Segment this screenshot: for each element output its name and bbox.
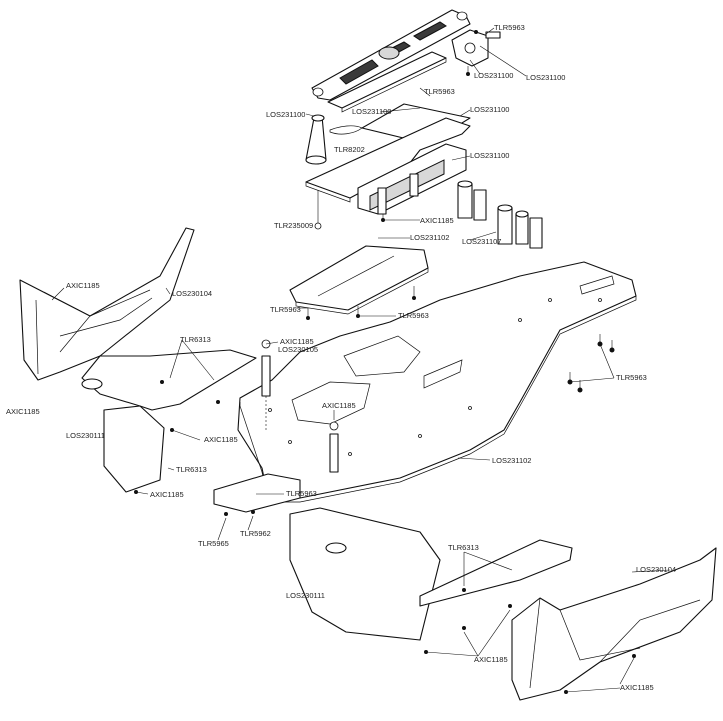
label-los231100-mid: LOS231100 <box>352 107 391 116</box>
label-tlr5963-e: TLR5963 <box>286 489 317 498</box>
front-plate <box>213 473 301 516</box>
label-axic1185-f: AXIC1185 <box>474 655 508 664</box>
label-los231100-d: LOS231100 <box>470 151 509 160</box>
label-tlr5963-right: TLR5963 <box>616 373 647 382</box>
right-wing <box>511 547 717 701</box>
foam-strip <box>327 51 447 113</box>
post-and-clip <box>305 114 363 230</box>
label-tlr6313-right: TLR6313 <box>448 543 479 552</box>
part-labels: TLR5963 LOS231100 LOS231100 TLR5963 LOS2… <box>6 23 676 692</box>
label-tlr235009: TLR235009 <box>274 221 313 230</box>
label-axic1185-left: AXIC1185 <box>6 407 40 416</box>
label-los231102-main: LOS231102 <box>492 456 531 465</box>
left-wing <box>19 227 195 381</box>
label-tlr8202: TLR8202 <box>334 145 365 154</box>
label-tlr5963-top: TLR5963 <box>494 23 525 32</box>
label-los231100-a: LOS231100 <box>474 71 513 80</box>
label-los231100-c: LOS231100 <box>470 105 509 114</box>
label-los230104-left: LOS230104 <box>172 289 212 298</box>
servo-mount <box>357 143 467 222</box>
label-axic1185-g: AXIC1185 <box>620 683 654 692</box>
label-los230104-right: LOS230104 <box>636 565 676 574</box>
label-los230111-left: LOS230111 <box>66 431 105 440</box>
label-los231100-left: LOS231100 <box>266 110 305 119</box>
label-axic1185-top: AXIC1185 <box>420 216 454 225</box>
label-axic1185-c: AXIC1185 <box>322 401 356 410</box>
battery-strap <box>311 9 471 101</box>
center-standoffs <box>261 339 339 473</box>
label-tlr6313-b: TLR6313 <box>176 465 207 474</box>
battery-tray <box>289 245 429 320</box>
leader-lines <box>51 27 671 693</box>
right-side-guard <box>289 507 573 654</box>
label-axic1185-e: AXIC1185 <box>150 490 184 499</box>
label-los231102-top: LOS231102 <box>410 233 449 242</box>
label-tlr5963-b: TLR5963 <box>424 87 455 96</box>
label-tlr5963-c: TLR5963 <box>270 305 301 314</box>
screws-right <box>567 334 615 393</box>
label-tlr5962: TLR5962 <box>240 529 271 538</box>
label-axic1185-d: AXIC1185 <box>204 435 238 444</box>
left-side-guard <box>81 349 257 494</box>
label-tlr5963-d: TLR5963 <box>398 311 429 320</box>
standoff-posts <box>457 180 543 249</box>
label-los231107: LOS231107 <box>462 237 501 246</box>
label-tlr6313-left: TLR6313 <box>180 335 211 344</box>
strap-latch <box>451 29 501 76</box>
label-axic1185-b: AXIC1185 <box>280 337 314 346</box>
label-tlr5965: TLR5965 <box>198 539 229 548</box>
label-axic1185-a: AXIC1185 <box>66 281 100 290</box>
label-los230111-right: LOS230111 <box>286 591 325 600</box>
label-los231100-b: LOS231100 <box>526 73 565 82</box>
label-los230105: LOS230105 <box>278 345 318 354</box>
